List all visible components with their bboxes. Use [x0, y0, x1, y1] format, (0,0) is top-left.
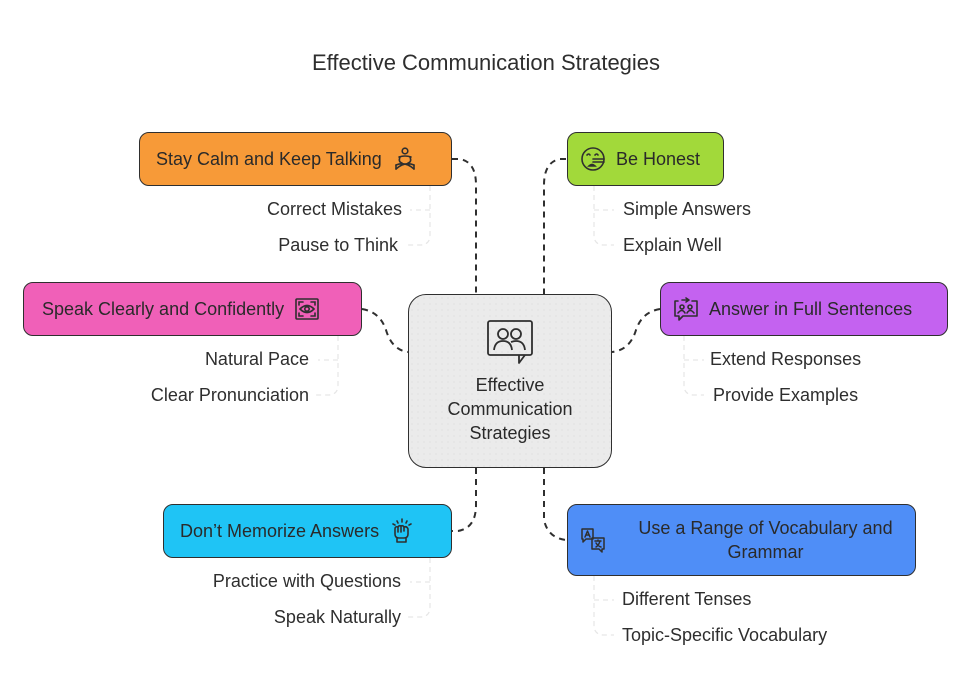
- branch-label-line-2: Grammar: [727, 542, 804, 562]
- center-label-line-2: Communication: [447, 399, 573, 419]
- meditation-icon: [392, 146, 418, 172]
- sub-item: Correct Mistakes: [266, 199, 402, 219]
- center-label-line-3: Strategies: [469, 423, 551, 443]
- branch-label: Answer in Full Sentences: [709, 298, 913, 319]
- sub-item: Speak Naturally: [273, 607, 401, 627]
- center-node[interactable]: Effective Communication Strategies: [408, 294, 612, 468]
- branch-full-sentences[interactable]: Answer in Full Sentences: [660, 282, 948, 336]
- lying-face-icon: [580, 146, 606, 172]
- connector-be-honest: [543, 158, 566, 294]
- sub-item: Simple Answers: [623, 199, 752, 219]
- branch-label: Speak Clearly and Confidently: [42, 298, 285, 319]
- connector-vocabulary: [543, 468, 567, 541]
- branch-label: Be Honest: [616, 148, 701, 169]
- people-chat-icon: [485, 317, 535, 367]
- connector-stay-calm: [452, 158, 477, 294]
- eye-focus-icon: [294, 296, 320, 322]
- connector-full-sentences: [611, 308, 661, 353]
- sub-item: Topic-Specific Vocabulary: [622, 625, 828, 645]
- conversation-icon: [673, 296, 699, 322]
- sub-item: Different Tenses: [622, 589, 752, 609]
- sub-connector-speak-clearly: [316, 336, 339, 396]
- branch-label-line-1: Use a Range of Vocabulary and: [638, 518, 893, 538]
- translate-icon: [580, 527, 606, 553]
- sub-connector-vocabulary: [593, 576, 614, 636]
- sub-item: Extend Responses: [710, 349, 862, 369]
- fist-icon: [389, 518, 415, 544]
- sub-connector-full-sentences: [683, 336, 704, 396]
- sub-item: Clear Pronunciation: [150, 385, 309, 405]
- branch-stay-calm[interactable]: Stay Calm and Keep Talking: [139, 132, 452, 186]
- branch-dont-memorize[interactable]: Don’t Memorize Answers: [163, 504, 452, 558]
- branch-label: Stay Calm and Keep Talking: [156, 148, 382, 169]
- connector-speak-clearly: [361, 308, 409, 353]
- branch-speak-clearly[interactable]: Speak Clearly and Confidently: [23, 282, 362, 336]
- diagram-title: Effective Communication Strategies: [311, 50, 661, 75]
- sub-item: Explain Well: [623, 235, 722, 255]
- center-label-line-1: Effective: [475, 375, 545, 395]
- branch-be-honest[interactable]: Be Honest: [567, 132, 724, 186]
- branch-label: Don’t Memorize Answers: [180, 520, 380, 541]
- branch-vocabulary[interactable]: Use a Range of Vocabulary and Grammar: [567, 504, 916, 576]
- sub-connector-dont-memorize: [408, 558, 431, 618]
- sub-item: Natural Pace: [204, 349, 309, 369]
- sub-connector-stay-calm: [408, 186, 431, 246]
- sub-item: Practice with Questions: [212, 571, 401, 591]
- sub-item: Provide Examples: [713, 385, 859, 405]
- connector-dont-memorize: [452, 468, 477, 532]
- sub-connector-be-honest: [593, 186, 614, 246]
- sub-item: Pause to Think: [278, 235, 398, 255]
